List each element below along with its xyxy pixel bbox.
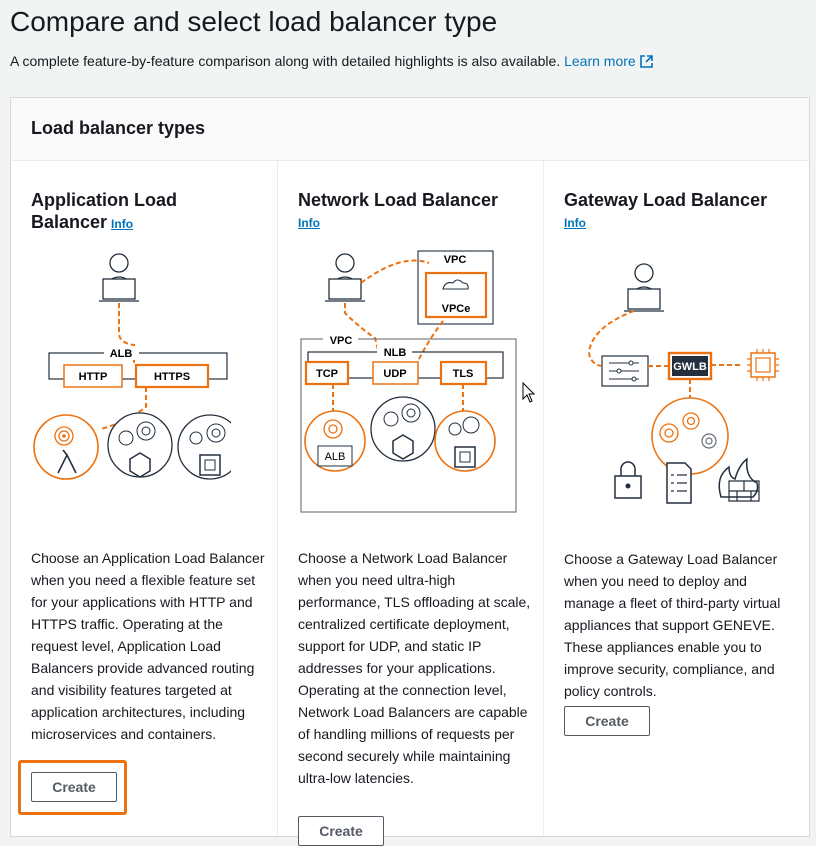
instance-target-icon [177,414,231,480]
gwlb-diagram: GWLB [587,263,779,504]
alb-target-label: ALB [325,451,346,463]
nlb-label: NLB [384,347,407,359]
load-balancer-types-panel: Load balancer types Application Load Bal… [10,97,810,846]
instance-target-icon [434,410,496,472]
external-link-icon [639,55,653,71]
learn-more-label: Learn more [564,53,636,69]
udp-label: UDP [383,368,406,380]
alb-description: Choose an Application Load Balancer when… [31,550,265,742]
alb-create-button[interactable]: Create [31,772,117,802]
page-title: Compare and select load balancer type [10,6,498,37]
gwlb-create-button[interactable]: Create [564,706,650,736]
container-target-icon [107,412,173,478]
panel-title: Load balancer types [31,118,206,138]
create-button-highlight [18,760,127,815]
lock-icon [614,461,642,499]
nlb-info-link[interactable]: Info [298,216,320,230]
subtitle-text: A complete feature-by-feature comparison… [10,53,561,69]
alb-title-text: Application Load Balancer [31,190,177,232]
checklist-icon [666,462,692,504]
gwlb-info-link[interactable]: Info [564,216,586,230]
alb-diagram: ALB HTTP HTTPS [33,253,231,480]
tls-label: TLS [453,368,474,380]
nlb-description: Choose a Network Load Balancer when you … [298,550,531,786]
vpc-label: VPC [330,335,353,347]
firewall-icon [718,457,760,502]
nlb-diagram: VPC VPCe VPC NLB TCP UDP TLS [300,250,517,513]
nlb-title: Network Load Balancer [298,190,499,210]
panel-header: Load balancer types [11,98,809,161]
alb-label: ALB [110,348,133,360]
nlb-card: Network Load Balancer Info VPC VPCe VPC … [277,161,543,846]
nlb-create-button[interactable]: Create [298,816,384,846]
user-icon [325,253,365,302]
container-target-icon [370,396,436,462]
chip-icon [747,349,779,381]
page-subtitle: A complete feature-by-feature comparison… [10,53,653,71]
router-icon [601,355,649,387]
alb-target-icon: ALB [304,410,366,472]
https-label: HTTPS [154,371,190,383]
appliance-fleet-icon [651,397,729,475]
vpc-top-label: VPC [444,254,467,266]
http-label: HTTP [79,371,108,383]
gwlb-description: Choose a Gateway Load Balancer when you … [564,551,781,699]
gwlb-title: Gateway Load Balancer [564,190,768,210]
vpce-label: VPCe [442,303,471,315]
alb-info-link[interactable]: Info [111,217,134,231]
tcp-label: TCP [316,368,338,380]
gwlb-label: GWLB [673,361,707,373]
learn-more-link[interactable]: Learn more [564,53,653,69]
mouse-cursor-icon [522,382,536,403]
gwlb-card: Gateway Load Balancer Info GWLB [543,161,809,836]
lambda-target-icon [33,414,99,480]
user-icon [624,263,664,312]
user-icon [99,253,139,302]
